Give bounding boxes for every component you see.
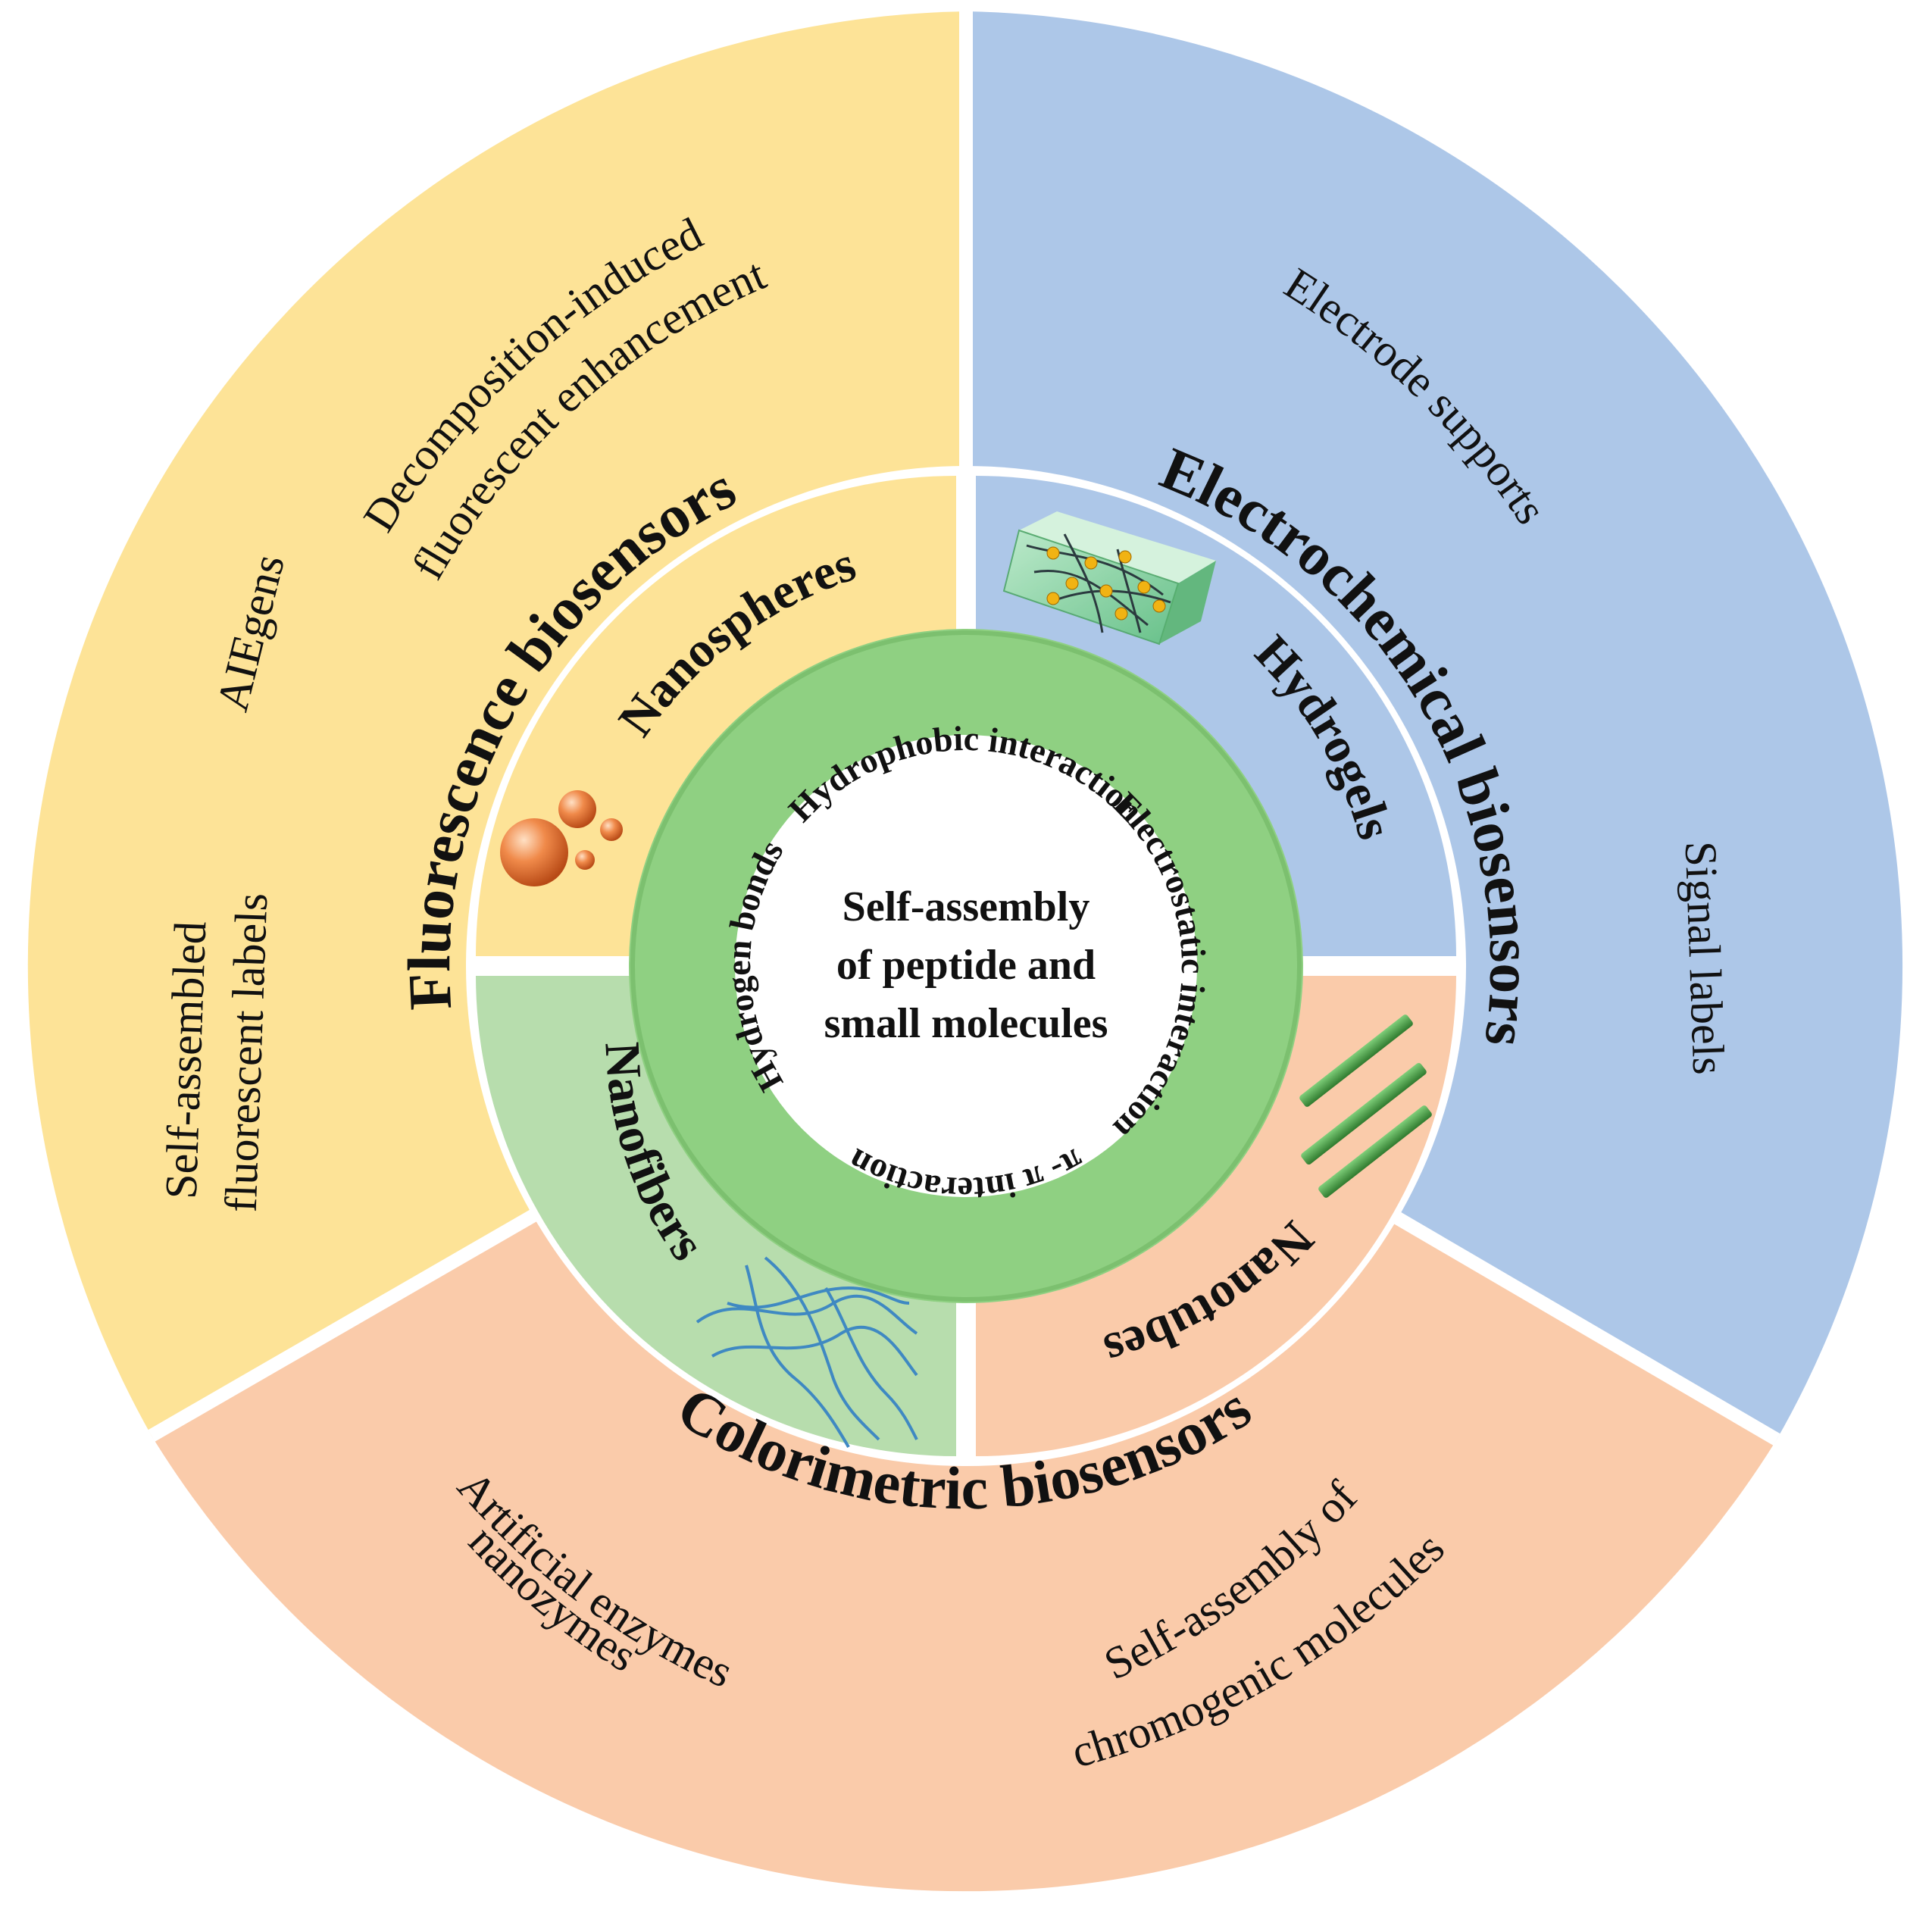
- center-line-2: of peptide and: [836, 942, 1096, 989]
- nanofibers-illustration: [696, 1256, 918, 1448]
- center-line-3: small molecules: [824, 1000, 1108, 1047]
- center-circle: [735, 735, 1197, 1197]
- hydrogel-illustration: [1002, 511, 1216, 646]
- fluo-labels-line-1: Self-assembled: [156, 921, 216, 1200]
- fluo-labels-line-2: fluorescent labels: [216, 893, 277, 1214]
- nanotubes-illustration: [1299, 1014, 1432, 1198]
- center-line-1: Self-assembly: [843, 883, 1090, 930]
- nanospheres-illustration: [500, 790, 623, 886]
- interaction-ring-inner-edge: [630, 630, 1302, 1302]
- electro-signal-labels: Signal labels: [1676, 840, 1734, 1075]
